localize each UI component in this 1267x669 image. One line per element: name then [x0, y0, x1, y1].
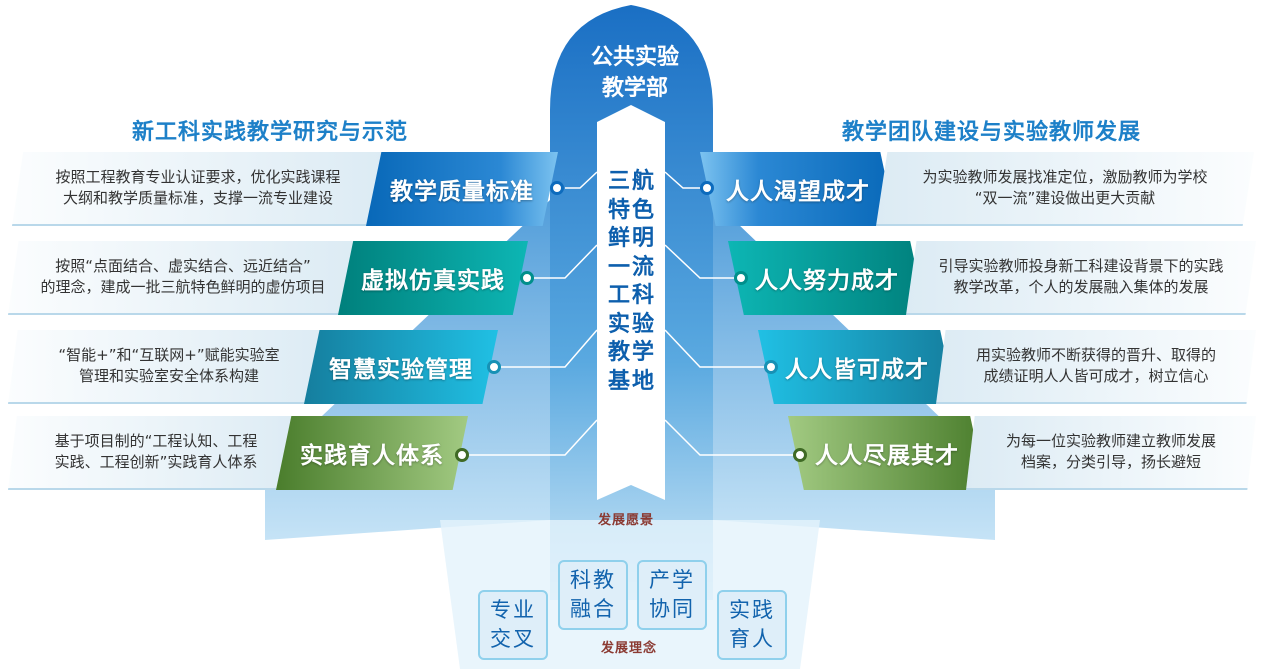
banner-line: 基地	[607, 368, 656, 394]
connector-lines	[469, 171, 793, 456]
concept-line: 交叉	[490, 627, 536, 651]
concept-box: 科教融合	[558, 560, 628, 630]
right-heading: 教学团队建设与实验教师发展	[842, 120, 1142, 145]
left-desc-4: 基于项目制的“工程认知、工程实践、工程创新”实践育人体系	[8, 416, 304, 490]
left-title-4: 实践育人体系	[276, 416, 468, 490]
left-desc-2: 按照“点面结合、虚实结合、远近结合” 的理念，建成一批三航特色鲜明的虚仿项目	[8, 241, 358, 315]
banner-line: 一流	[607, 254, 656, 280]
node-dot	[487, 360, 501, 374]
department-label-line: 教学部	[601, 76, 668, 101]
banner-line: 特色	[607, 197, 656, 223]
concept-line: 科教	[570, 568, 616, 592]
left-title-2: 虚拟仿真实践	[338, 241, 528, 315]
right-title-4: 人人尽展其才	[788, 416, 986, 490]
banner-line: 三航	[607, 169, 656, 194]
desc-line: 管理和实验室安全体系构建	[78, 367, 259, 385]
left-title-3: 智慧实验管理	[304, 330, 498, 404]
left-desc-1: 按照工程教育专业认证要求，优化实践课程大纲和教学质量标准，支撑一流专业建设	[12, 152, 384, 226]
vision-label: 发展愿景	[598, 513, 655, 528]
banner-text: 三航 特色 鲜明 一流 工科 实验 教学 基地	[597, 168, 667, 396]
banner	[597, 105, 665, 500]
concept-line: 实践	[729, 598, 775, 622]
banner-line: 鲜明	[607, 226, 656, 251]
banner-line: 教学	[607, 340, 656, 365]
concept-line: 协同	[649, 597, 695, 621]
desc-line: “智能+”和“互联网+”赋能实验室	[58, 346, 280, 364]
desc-line: 的理念，建成一批三航特色鲜明的虚仿项目	[40, 278, 326, 296]
concept-line: 育人	[729, 627, 775, 651]
banner-line: 工科	[607, 283, 656, 308]
concept-box: 产学协同	[637, 560, 707, 630]
desc-line: 大纲和教学质量标准，支撑一流专业建设	[62, 189, 333, 207]
right-title-2: 人人努力成才	[728, 241, 926, 315]
desc-line: 实践、工程创新”实践育人体系	[54, 453, 258, 471]
desc-line: 档案，分类引导，扬长避短	[1020, 453, 1201, 471]
desc-line: 成绩证明人人皆可成才，树立信心	[983, 367, 1209, 385]
desc-line: 教学改革，个人的发展融入集体的发展	[953, 278, 1209, 296]
desc-line: 为实验教师发展找准定位，激励教师为学校	[922, 168, 1208, 186]
right-title-3: 人人皆可成才	[758, 330, 956, 404]
left-title-1: 教学质量标准	[366, 152, 558, 226]
department-label-line: 公共实验	[590, 45, 679, 70]
right-desc-1: 为实验教师发展找准定位，激励教师为学校 “双一流”建设做出更大贡献	[876, 152, 1254, 226]
concept-line: 产学	[649, 568, 695, 592]
desc-line: 引导实验教师投身新工科建设背景下的实践	[938, 257, 1224, 275]
node-dot	[793, 448, 807, 462]
node-dot	[734, 271, 748, 285]
concept-line: 专业	[490, 598, 536, 622]
desc-line: 按照工程教育专业认证要求，优化实践课程	[55, 168, 341, 186]
desc-line: 为每一位实验教师建立教师发展	[1005, 432, 1216, 450]
right-desc-2: 引导实验教师投身新工科建设背景下的实践教学改革，个人的发展融入集体的发展	[906, 241, 1256, 315]
concept-label: 发展理念	[601, 641, 658, 656]
concept-box: 实践育人	[717, 590, 787, 660]
banner-line: 实验	[607, 311, 656, 337]
node-dot	[520, 271, 534, 285]
left-heading: 新工科实践教学研究与示范	[132, 120, 409, 145]
left-desc-3: “智能+”和“互联网+”赋能实验室管理和实验室安全体系构建	[8, 330, 330, 404]
desc-line: “双一流”建设做出更大贡献	[974, 189, 1156, 207]
right-desc-3: 用实验教师不断获得的晋升、取得的成绩证明人人皆可成才，树立信心	[936, 330, 1256, 404]
right-title-1: 人人渴望成才	[700, 152, 896, 226]
desc-line: 用实验教师不断获得的晋升、取得的	[975, 346, 1216, 364]
department-label: 公共实验 教学部	[560, 42, 710, 104]
desc-line: 按照“点面结合、虚实结合、远近结合”	[55, 257, 311, 275]
node-dot	[550, 181, 564, 195]
desc-line: 基于项目制的“工程认知、工程	[54, 432, 258, 450]
concept-box: 专业交叉	[478, 590, 548, 660]
node-dot	[700, 181, 714, 195]
concept-line: 融合	[570, 597, 616, 621]
node-dot	[764, 360, 778, 374]
right-desc-4: 为每一位实验教师建立教师发展档案，分类引导，扬长避短	[966, 416, 1256, 490]
node-dot	[455, 448, 469, 462]
